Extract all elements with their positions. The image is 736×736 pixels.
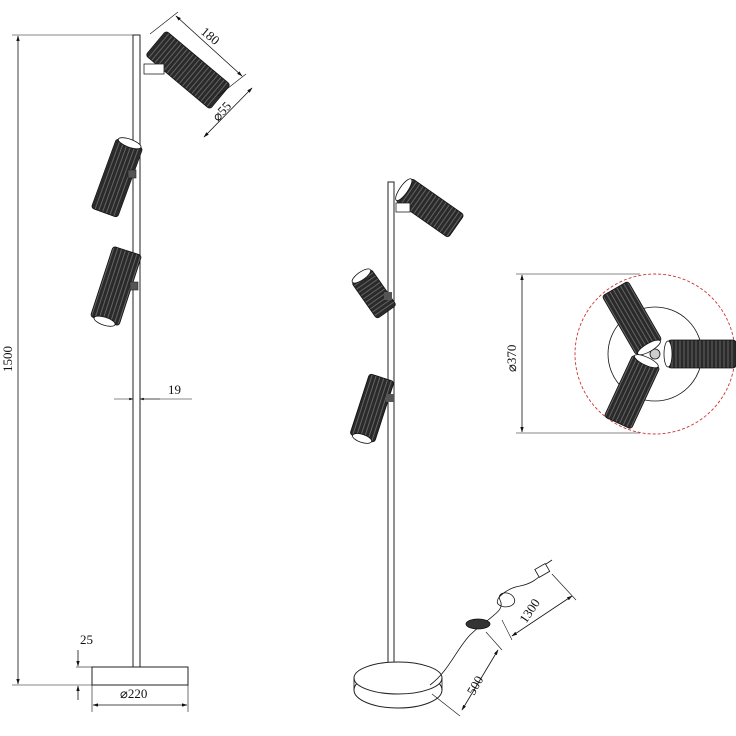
cable-length-label: 1300 bbox=[516, 596, 543, 626]
perspective-top-shade bbox=[395, 178, 464, 238]
base-diameter-label: ⌀220 bbox=[120, 686, 147, 701]
top-view-shade-1 bbox=[602, 281, 662, 356]
inline-switch bbox=[465, 618, 491, 630]
perspective-lower-shade bbox=[350, 373, 394, 444]
top-view: ⌀370 bbox=[504, 273, 736, 435]
lower-shade bbox=[90, 246, 142, 327]
head-diameter-label: ⌀370 bbox=[504, 345, 519, 372]
top-shade-bracket bbox=[143, 63, 165, 75]
pole-width-label: 19 bbox=[168, 382, 181, 397]
middle-shade bbox=[91, 137, 143, 218]
side-elevation-view: 1500 180 ⌀55 19 bbox=[0, 11, 253, 712]
perspective-view: 1300 500 bbox=[350, 178, 577, 717]
perspective-middle-shade bbox=[351, 268, 396, 319]
base-thickness-label: 25 bbox=[80, 632, 93, 647]
plug bbox=[534, 562, 551, 578]
total-height-label: 1500 bbox=[0, 346, 15, 372]
pole bbox=[132, 34, 141, 668]
shade-length-label: 180 bbox=[198, 24, 223, 48]
top-view-shade-3 bbox=[604, 354, 660, 429]
switch-distance-label: 500 bbox=[464, 673, 487, 697]
top-view-shade-2 bbox=[663, 339, 736, 369]
perspective-pole bbox=[387, 181, 395, 671]
base-plate bbox=[91, 666, 189, 686]
